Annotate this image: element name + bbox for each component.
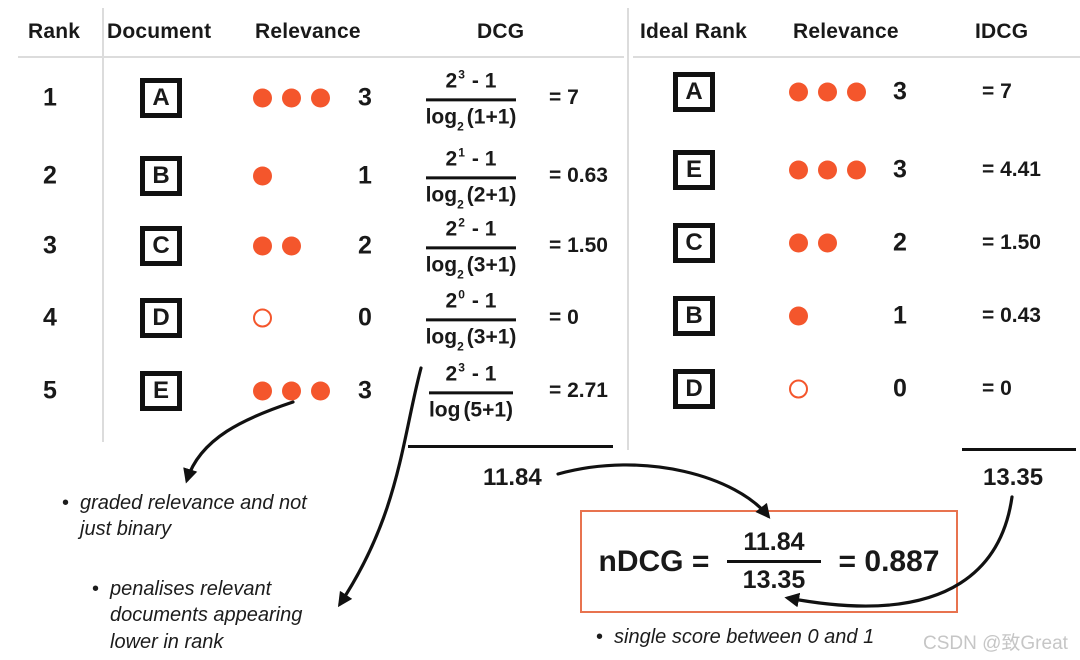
- idcg-table-row: D 0 = 0: [0, 349, 1080, 429]
- note-text: graded relevance and not just binary: [80, 492, 307, 541]
- idcg-table-row: E 3 = 4.41: [0, 130, 1080, 210]
- note-penalises-rank: • penalises relevant documents appearing…: [92, 576, 324, 655]
- relevance-value: 3: [893, 155, 907, 184]
- note-text: penalises relevant documents appearing l…: [110, 578, 303, 653]
- dcg-result: = 0.63: [549, 164, 608, 187]
- idcg-result: = 0.43: [982, 304, 1041, 327]
- idcg-sum-line: [962, 448, 1076, 451]
- dcg-sum-line: [408, 445, 613, 448]
- relevance-dots: [789, 379, 889, 399]
- relevance-value: 1: [358, 161, 372, 190]
- header-dcg: DCG: [477, 20, 525, 43]
- dcg-result: = 0: [549, 306, 579, 329]
- ndcg-formula-box: nDCG = 11.84 13.35 = 0.887: [580, 510, 958, 613]
- ndcg-result: = 0.887: [838, 544, 940, 578]
- rank-value: 3: [43, 231, 57, 260]
- header-relevance: Relevance: [255, 20, 361, 43]
- ndcg-denominator: 13.35: [742, 566, 806, 594]
- header-document: Document: [107, 20, 212, 43]
- relevance-value: 0: [893, 374, 907, 403]
- relevance-dots: [789, 82, 889, 102]
- relevance-dots: [253, 236, 353, 256]
- rank-value: 4: [43, 303, 57, 332]
- relevance-dots: [253, 166, 353, 186]
- ndcg-fraction: 11.84 13.35: [727, 528, 821, 595]
- relevance-dots: [789, 306, 889, 326]
- document-box: B: [673, 296, 715, 336]
- idcg-result: = 1.50: [982, 231, 1041, 254]
- relevance-value: 0: [358, 303, 372, 332]
- document-box: B: [140, 156, 182, 196]
- bullet-icon: •: [92, 578, 100, 600]
- bullet-icon: •: [596, 626, 604, 648]
- idcg-result: = 0: [982, 377, 1012, 400]
- header-ideal-rank: Ideal Rank: [640, 20, 748, 43]
- idcg-result: = 4.41: [982, 158, 1041, 181]
- document-box: C: [140, 226, 182, 266]
- document-box: E: [140, 371, 182, 411]
- dcg-result: = 7: [549, 86, 579, 109]
- idcg-result: = 7: [982, 80, 1012, 103]
- idcg-total: 13.35: [983, 464, 1044, 491]
- rank-value: 5: [43, 376, 57, 405]
- dcg-result: = 2.71: [549, 379, 608, 402]
- idcg-table-row: B 1 = 0.43: [0, 276, 1080, 356]
- right-header-underline: [633, 56, 1080, 58]
- relevance-dots: [253, 88, 353, 108]
- relevance-value: 3: [893, 77, 907, 106]
- header-idcg: IDCG: [975, 20, 1029, 43]
- note-graded-relevance: • graded relevance and not just binary: [62, 490, 324, 543]
- dcg-result: = 1.50: [549, 234, 608, 257]
- relevance-value: 3: [358, 83, 372, 112]
- header-relevance-right: Relevance: [793, 20, 899, 43]
- ndcg-numerator: 11.84: [727, 528, 821, 563]
- note-text: single score between 0 and 1: [614, 626, 875, 648]
- note-single-score: • single score between 0 and 1: [596, 624, 916, 650]
- relevance-dots: [253, 381, 353, 401]
- left-header-underline: [18, 56, 624, 58]
- relevance-value: 2: [893, 228, 907, 257]
- watermark: CSDN @致Great: [923, 633, 1068, 654]
- rank-value: 1: [43, 83, 57, 112]
- document-box: A: [140, 78, 182, 118]
- header-rank: Rank: [28, 20, 81, 43]
- relevance-value: 1: [893, 301, 907, 330]
- idcg-table-row: A 3 = 7: [0, 52, 1080, 132]
- arrow-dcg-sum-to-numerator: [556, 463, 771, 519]
- dcg-total: 11.84: [483, 464, 542, 491]
- relevance-dots: [789, 160, 889, 180]
- idcg-table-row: C 2 = 1.50: [0, 203, 1080, 283]
- rank-value: 2: [43, 161, 57, 190]
- ndcg-label: nDCG =: [598, 544, 710, 578]
- document-box: D: [673, 369, 715, 409]
- document-box: D: [140, 298, 182, 338]
- left-table-column-divider: [102, 8, 104, 442]
- relevance-dots: [253, 308, 353, 328]
- document-box: E: [673, 150, 715, 190]
- bullet-icon: •: [62, 492, 70, 514]
- document-box: C: [673, 223, 715, 263]
- document-box: A: [673, 72, 715, 112]
- relevance-dots: [789, 233, 889, 253]
- table-separator-line: [627, 8, 629, 450]
- relevance-value: 2: [358, 231, 372, 260]
